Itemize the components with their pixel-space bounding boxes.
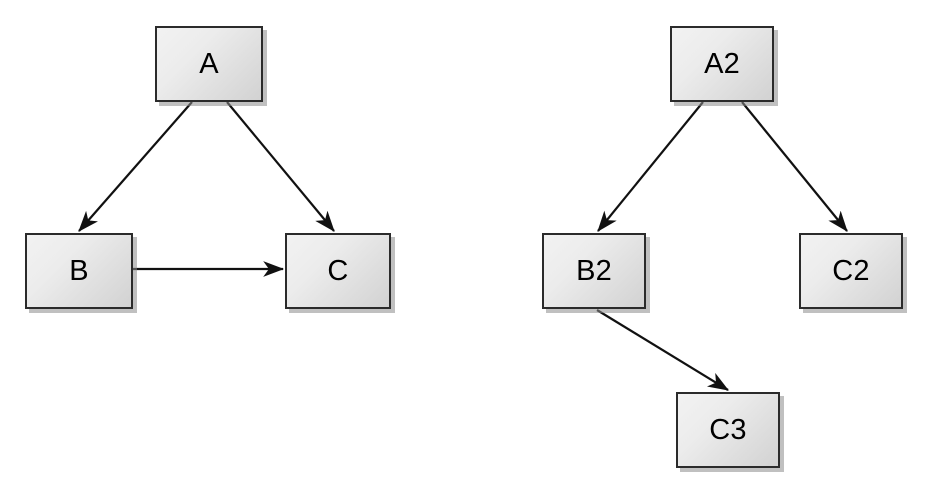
node-label-c3: C3 [709,413,747,446]
edge-b2-to-c3 [596,309,729,391]
node-label-b: B [69,254,89,287]
node-b2[interactable]: B2 [542,233,646,309]
node-b[interactable]: B [25,233,133,309]
edge-a2-to-c2 [741,101,848,232]
node-c2[interactable]: C2 [799,233,903,309]
node-c[interactable]: C [285,233,391,309]
node-c3[interactable]: C3 [676,392,780,468]
node-label-b2: B2 [576,254,612,287]
node-label-a: A [199,47,219,80]
edge-a-to-c [226,101,335,232]
node-label-c2: C2 [832,254,870,287]
node-label-c: C [327,254,349,287]
edge-a2-to-b2 [597,101,704,232]
node-label-a2: A2 [704,47,740,80]
node-a2[interactable]: A2 [670,26,774,102]
node-a[interactable]: A [155,26,263,102]
edge-a-to-b [78,101,193,232]
